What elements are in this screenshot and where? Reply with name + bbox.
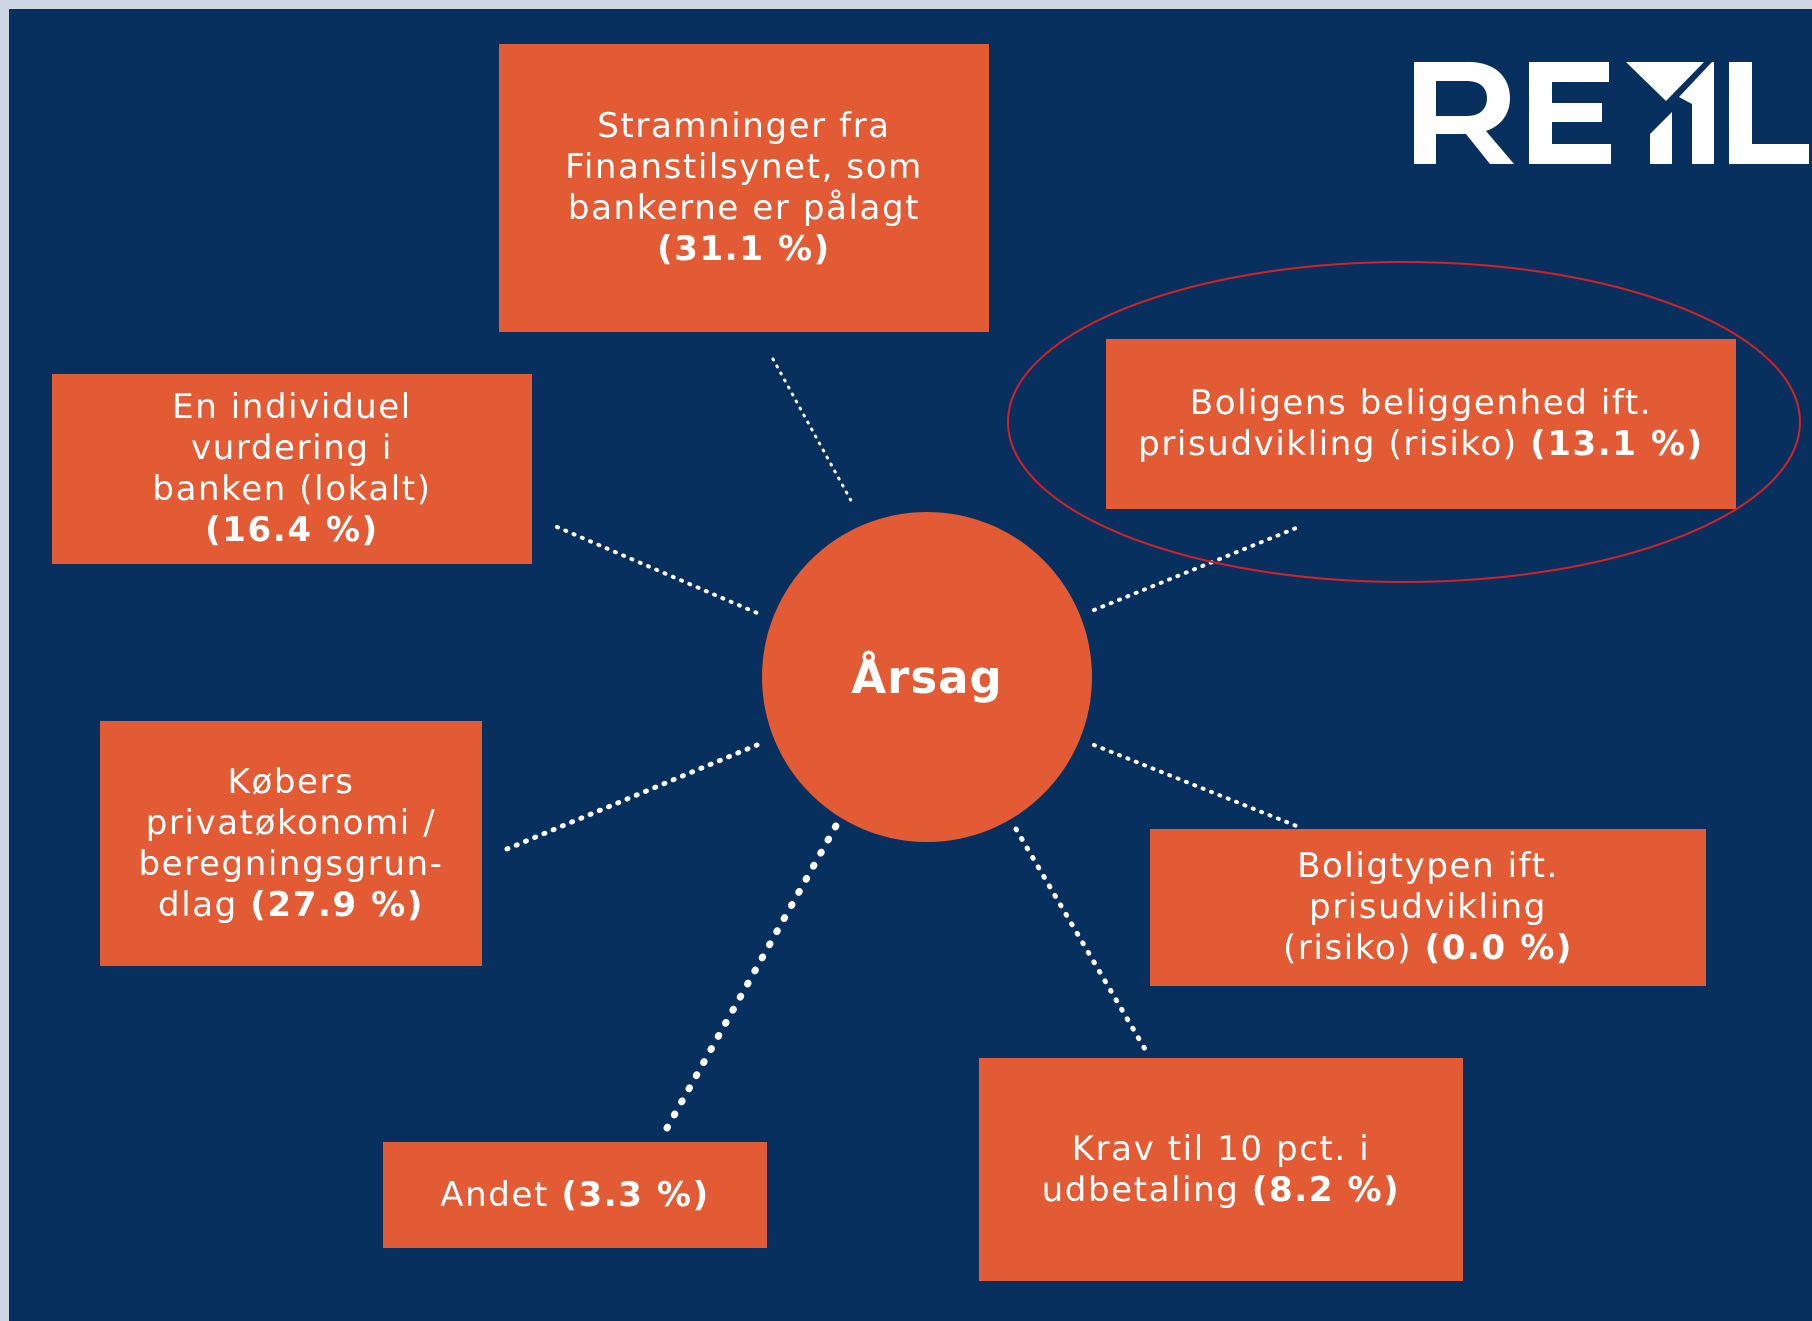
node-text-line: En individuel: [172, 387, 412, 427]
node-percentage: (27.9 %): [250, 884, 424, 925]
logo-letter-r: [1414, 62, 1514, 164]
node-percentage: (13.1 %): [1530, 424, 1704, 464]
node-text-line: Boligtypen ift.: [1297, 846, 1559, 886]
node-text-line: prisudvikling (risiko) (13.1 %): [1138, 424, 1704, 465]
node-text-line: (risiko) (0.0 %): [1283, 928, 1573, 969]
node-text-fragment: dlag: [158, 884, 238, 925]
node-text-line: Stramninger fra: [597, 106, 891, 146]
node-text-line: Krav til 10 pct. i: [1071, 1128, 1371, 1169]
node-percentage: (31.1 %): [657, 229, 831, 269]
node-text-line: vurdering i: [191, 428, 393, 468]
node-text-line: privatøkonomi /: [145, 802, 437, 843]
node-individuel: En individuel vurdering i banken (lokalt…: [52, 374, 532, 564]
node-text-line: Købers: [227, 761, 355, 802]
node-text-line: Finanstilsynet, som: [565, 147, 923, 187]
connector-finanstilsynet: [771, 357, 856, 508]
connector-lines: [504, 357, 1303, 1132]
logo-letter-e: [1529, 62, 1611, 164]
node-text-line: Boligens beliggenhed ift.: [1189, 383, 1653, 423]
node-text-line: bankerne er pålagt: [567, 188, 921, 228]
logo-letter-a: [1626, 62, 1714, 164]
node-percentage: (0.0 %): [1424, 928, 1574, 968]
node-finanstilsynet: Stramninger fra Finanstilsynet, som bank…: [499, 44, 989, 332]
node-beliggenhed: Boligens beliggenhed ift. prisudvikling …: [1106, 339, 1736, 509]
node-text-fragment: udbetaling: [1041, 1169, 1240, 1210]
node-koebers: Købers privatøkonomi / beregningsgrun- d…: [100, 721, 482, 966]
node-percentage: (3.3 %): [561, 1174, 710, 1215]
node-percentage: (16.4 %): [205, 510, 379, 550]
logo-letter-l: [1729, 62, 1809, 164]
connector-beliggenhed: [1092, 524, 1303, 612]
connector-andet: [663, 820, 841, 1132]
node-text-line: udbetaling (8.2 %): [1042, 1170, 1401, 1211]
node-text-line: dlag (27.9 %): [158, 885, 424, 926]
node-text-line: beregningsgrun-: [138, 843, 444, 884]
node-text-fragment: Andet: [440, 1174, 549, 1215]
node-text-line: prisudvikling: [1309, 887, 1547, 927]
connector-individuel: [555, 525, 759, 615]
node-boligtypen: Boligtypen ift. prisudvikling (risiko) (…: [1150, 829, 1706, 986]
node-text-line: Andet (3.3 %): [440, 1175, 709, 1216]
node-krav: Krav til 10 pct. i udbetaling (8.2 %): [979, 1058, 1463, 1281]
connector-koebers: [504, 742, 760, 852]
node-andet: Andet (3.3 %): [383, 1142, 767, 1248]
real-logo: [1414, 62, 1809, 164]
center-label: Årsag: [851, 650, 1003, 704]
connector-krav: [1013, 826, 1152, 1059]
node-text-line: banken (lokalt): [152, 469, 432, 509]
connector-boligtypen: [1092, 743, 1301, 829]
node-text-fragment: prisudvikling (risiko): [1138, 424, 1518, 464]
node-text-fragment: (risiko): [1282, 928, 1413, 968]
node-percentage: (8.2 %): [1251, 1169, 1401, 1210]
center-node-arsag: Årsag: [762, 512, 1092, 842]
